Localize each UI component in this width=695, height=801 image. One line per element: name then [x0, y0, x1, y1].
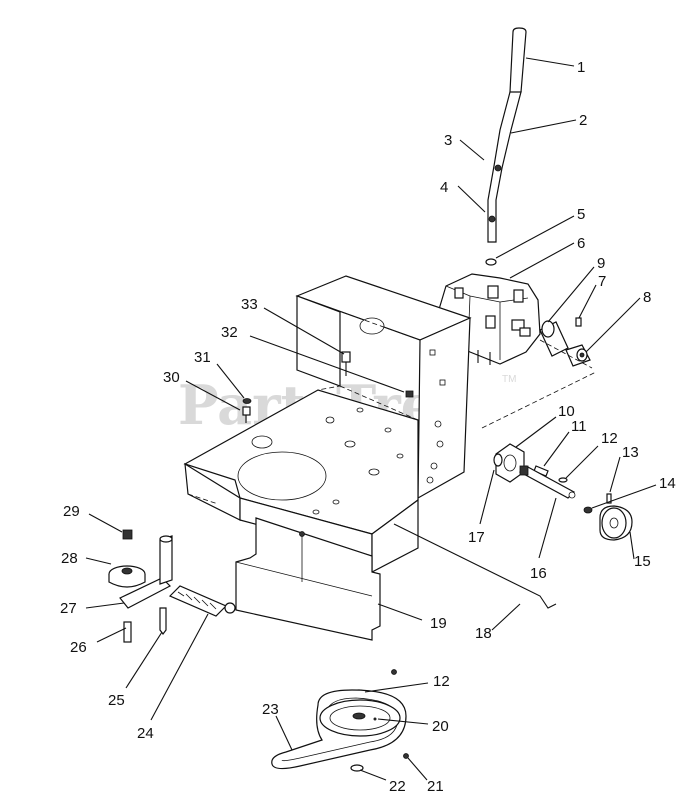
screw-21 — [403, 753, 409, 759]
nut-32 — [405, 390, 414, 398]
control-rod-18 — [393, 523, 557, 609]
callout-4: 4 — [440, 179, 448, 196]
callout-5: 5 — [577, 206, 585, 223]
spring-24 — [168, 585, 236, 617]
callout-8: 8 — [643, 289, 651, 306]
callout-30: 30 — [163, 369, 180, 386]
shaft-16 — [519, 465, 576, 499]
callout-labels: 1 2 3 4 5 6 9 7 8 33 32 31 30 10 11 12 1… — [60, 59, 676, 795]
washer-14 — [583, 506, 593, 514]
washer-5 — [485, 258, 497, 266]
callout-22: 22 — [389, 778, 406, 795]
pulley-15 — [599, 505, 633, 541]
bolt-11 — [533, 465, 549, 477]
collar-8 — [565, 344, 591, 367]
callout-29: 29 — [63, 503, 80, 520]
callout-19: 19 — [430, 615, 447, 632]
callout-9: 9 — [597, 255, 605, 272]
pin-25 — [159, 607, 167, 635]
idler-arm-27 — [119, 535, 173, 609]
callout-10: 10 — [558, 403, 575, 420]
set-screw-7 — [575, 317, 582, 327]
callout-16: 16 — [530, 565, 547, 582]
callout-21: 21 — [427, 778, 444, 795]
bushing-9 — [539, 320, 569, 357]
callout-17: 17 — [468, 529, 485, 546]
shift-lever — [487, 91, 522, 243]
callout-12-lower: 12 — [433, 673, 450, 690]
callout-7: 7 — [598, 273, 606, 290]
callout-31: 31 — [194, 349, 211, 366]
callout-1: 1 — [577, 59, 585, 76]
washer-22 — [350, 764, 364, 772]
main-frame — [183, 275, 472, 573]
callout-33: 33 — [241, 296, 258, 313]
callout-14: 14 — [659, 475, 676, 492]
bolt-26 — [123, 621, 132, 643]
belt-guard-19 — [235, 517, 397, 675]
callout-25: 25 — [108, 692, 125, 709]
callout-15: 15 — [634, 553, 651, 570]
callout-13: 13 — [622, 444, 639, 461]
leader-lines — [85, 57, 657, 781]
callout-18: 18 — [475, 625, 492, 642]
callout-6: 6 — [577, 235, 585, 252]
gasket-17 — [493, 453, 503, 467]
set-screw-13 — [606, 493, 612, 504]
watermark-trademark: TM — [502, 374, 516, 385]
callout-20: 20 — [432, 718, 449, 735]
callout-24: 24 — [137, 725, 154, 742]
callout-23: 23 — [262, 701, 279, 718]
shift-lever-grip — [509, 27, 527, 94]
callout-11: 11 — [571, 418, 587, 435]
key-12 — [558, 477, 568, 483]
callout-27: 27 — [60, 600, 77, 617]
callout-12: 12 — [601, 430, 618, 447]
callout-28: 28 — [61, 550, 78, 567]
drive-pulley-20 — [319, 699, 401, 737]
idler-pulley-28 — [108, 565, 146, 588]
callout-32: 32 — [221, 324, 238, 341]
nut-29 — [122, 529, 133, 540]
callout-2: 2 — [579, 112, 587, 129]
washer-31 — [242, 398, 252, 404]
bolt-33 — [341, 351, 351, 376]
callout-26: 26 — [70, 639, 87, 656]
callout-3: 3 — [444, 132, 452, 149]
bolt-30 — [242, 406, 251, 423]
